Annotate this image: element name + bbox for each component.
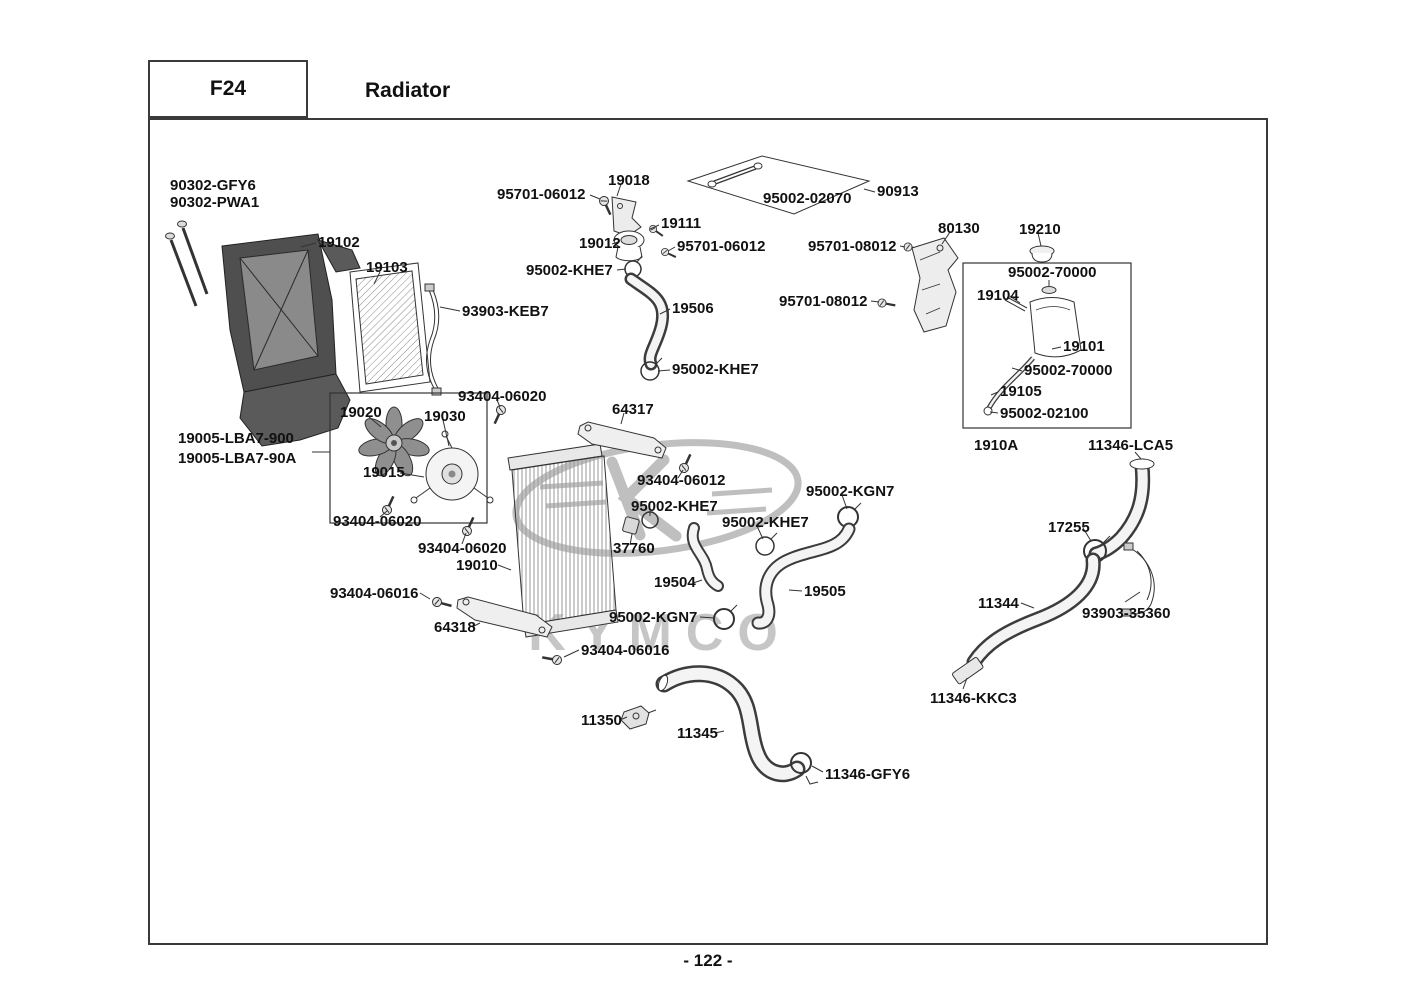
section-code-box: F24: [148, 60, 308, 118]
page-title: Radiator: [365, 79, 451, 102]
section-code: F24: [209, 77, 247, 100]
page-number: - 122 -: [683, 951, 733, 970]
diagram-frame: [148, 118, 1268, 945]
